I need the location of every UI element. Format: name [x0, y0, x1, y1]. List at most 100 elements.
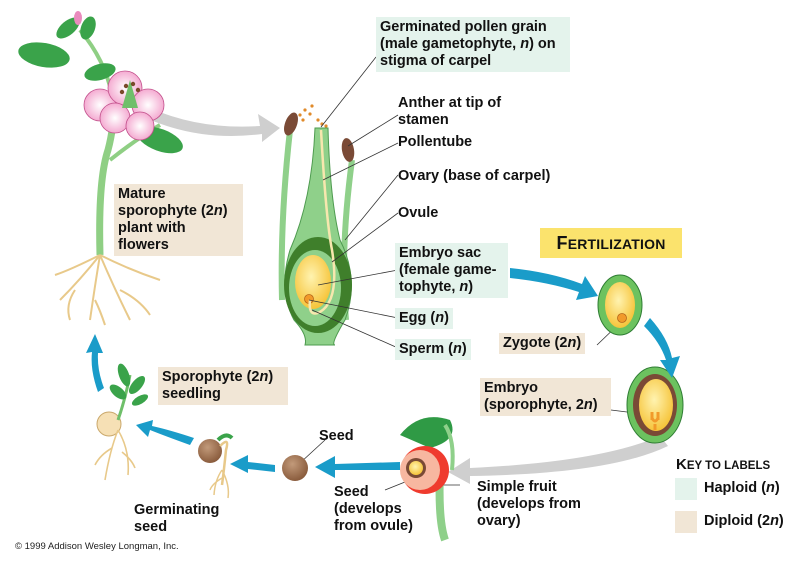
key-title-initial: K — [676, 456, 687, 473]
label-text: Zygote (2 — [503, 335, 568, 351]
key-text: ) — [774, 480, 780, 496]
label-line: sporophyte (2n) — [118, 203, 239, 220]
arrow-seedling-to-mature-plant — [86, 334, 104, 392]
label-line: (develops from — [477, 496, 581, 512]
label-italic: n — [583, 397, 593, 413]
seed-illustration — [282, 455, 308, 481]
banner-initial: F — [556, 233, 568, 253]
label-line: tophyte, n) — [399, 279, 504, 296]
label-text: Sporophyte (2 — [162, 369, 260, 385]
label-text: sporophyte (2 — [118, 203, 214, 219]
label-line: from ovule) — [334, 518, 413, 534]
germinating-seed-illustration — [198, 433, 234, 499]
label-line: Seed — [334, 484, 369, 500]
label-line: stigma of carpel — [380, 53, 492, 69]
label-line: seed — [134, 519, 168, 535]
label-zygote: Zygote (2n) — [499, 333, 586, 354]
label-line: ovary) — [477, 513, 521, 529]
label-text: Ovule — [398, 205, 439, 221]
fertilization-banner: FERTILIZATION — [540, 228, 682, 258]
label-text: ) — [268, 369, 274, 385]
label-line: Embryo — [484, 380, 538, 396]
label-line: (sporophyte, 2n) — [484, 397, 607, 414]
key-swatch-haploid — [675, 478, 697, 500]
label-text: ) — [592, 397, 598, 413]
key-title-rest: TO LABELS — [701, 460, 771, 472]
arrow-seed-to-germinating-seed — [230, 455, 275, 473]
label-text: ) — [444, 310, 449, 326]
cycle-arrows — [86, 268, 680, 478]
label-seed-develops: Seed (develops from ovule) — [330, 482, 417, 537]
label-line: (male gametophyte, n) on — [380, 36, 566, 53]
carpel-section-illustration — [278, 104, 355, 346]
label-line: Germinated pollen grain — [380, 19, 547, 35]
zygote-illustration — [597, 274, 643, 336]
label-italic: n — [213, 203, 223, 219]
label-line: Sporophyte (2n) — [162, 369, 284, 386]
label-text: ) — [468, 279, 474, 295]
banner-rest: ERTILIZATION — [567, 236, 666, 252]
key-title-mid: EY — [686, 460, 702, 472]
label-pollen-tube: Pollentube — [394, 132, 476, 153]
arrow-zygote-to-embryo — [644, 318, 680, 378]
leader-lines — [299, 56, 652, 491]
label-text: Sperm ( — [399, 341, 453, 357]
label-embryo: Embryo (sporophyte, 2n) — [480, 378, 611, 416]
label-egg: Egg (n) — [395, 308, 453, 329]
label-ovary: Ovary (base of carpel) — [394, 166, 554, 187]
label-germinated-pollen-grain: Germinated pollen grain (male gametophyt… — [376, 17, 570, 72]
label-italic: n — [520, 36, 530, 52]
label-text: ) on — [529, 36, 556, 52]
key-title: KEY TO LABELS — [676, 456, 770, 473]
key-text: ) — [778, 513, 784, 529]
label-line: (develops — [334, 501, 402, 517]
key-text: Haploid ( — [704, 480, 767, 496]
label-seed: Seed — [315, 426, 358, 447]
label-text: (sporophyte, 2 — [484, 397, 584, 413]
arrow-fruit-to-seed — [315, 456, 400, 478]
label-text: Pollentube — [398, 134, 473, 150]
label-text: Ovary (base of carpel) — [398, 168, 551, 184]
label-anther: Anther at tip of stamen — [394, 93, 505, 131]
label-line: Embryo sac — [399, 245, 482, 261]
label-line: Germinating — [134, 502, 220, 518]
label-italic: n — [567, 335, 577, 351]
label-italic: n — [435, 310, 445, 326]
key-italic: n — [766, 480, 775, 496]
key-label-diploid: Diploid (2n) — [704, 513, 784, 529]
seedling-illustration — [94, 363, 149, 481]
copyright: © 1999 Addison Wesley Longman, Inc. — [15, 541, 179, 552]
label-line: (female game- — [399, 262, 497, 278]
embryo-illustration — [626, 366, 684, 444]
label-line: Simple fruit — [477, 479, 557, 495]
label-line: flowers — [118, 237, 169, 253]
gray-arrow-flower-to-carpel — [146, 108, 280, 142]
label-line: stamen — [398, 112, 449, 128]
label-line: plant with — [118, 220, 186, 236]
label-text: (male gametophyte, — [380, 36, 521, 52]
label-text: tophyte, — [399, 279, 460, 295]
label-italic: n — [259, 369, 269, 385]
key-swatch-diploid — [675, 511, 697, 533]
key-label-haploid: Haploid (n) — [704, 480, 780, 496]
label-text: ) — [576, 335, 582, 351]
label-sperm: Sperm (n) — [395, 339, 471, 360]
key-italic: n — [770, 513, 779, 529]
gray-arrow-embryo-to-fruit — [448, 436, 668, 484]
key-text: Diploid (2 — [704, 513, 771, 529]
label-italic: n — [459, 279, 469, 295]
label-text: Seed — [319, 428, 354, 444]
label-line: seedling — [162, 386, 221, 402]
label-text: Egg ( — [399, 310, 436, 326]
arrow-embryo-sac-to-zygote — [510, 268, 598, 300]
label-text: ) — [461, 341, 467, 357]
label-simple-fruit: Simple fruit (develops from ovary) — [473, 477, 585, 532]
label-seedling: Sporophyte (2n) seedling — [158, 367, 288, 405]
mature-plant-illustration — [18, 11, 183, 326]
label-ovule: Ovule — [394, 203, 442, 224]
label-text: ) — [222, 203, 228, 219]
label-mature-sporophyte: Mature sporophyte (2n) plant with flower… — [114, 184, 243, 256]
label-italic: n — [453, 341, 462, 357]
label-line: Mature — [118, 186, 166, 202]
